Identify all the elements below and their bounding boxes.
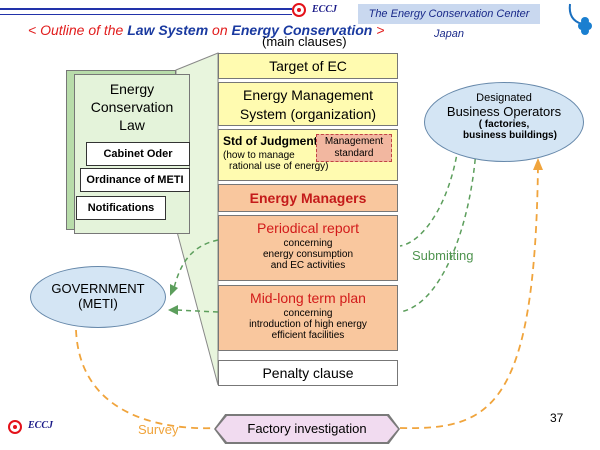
footer-eccj-badge: ECCJ (28, 420, 54, 431)
eccj-logo-icon (292, 3, 306, 17)
main-clauses-label: (main clauses) (262, 34, 347, 49)
submitting-label: Submitting (412, 248, 474, 263)
header-rule (0, 8, 292, 10)
clause-periodical-report: Periodical report concerning energy cons… (218, 215, 398, 281)
survey-label: Survey (138, 422, 179, 437)
header-rule-thin (0, 14, 292, 15)
clause-energy-management-system: Energy Management System (organization) (218, 82, 398, 126)
clause-target-of-ec: Target of EC (218, 53, 398, 79)
page-number: 37 (550, 411, 564, 425)
organization-name: The Energy Conservation Center Japan (358, 4, 540, 40)
clover-logo-icon (566, 2, 596, 42)
clause-penalty: Penalty clause (218, 360, 398, 386)
clause-energy-managers: Energy Managers (218, 184, 398, 212)
cabinet-order: Cabinet Oder (86, 142, 190, 166)
clause-mid-long-term-plan: Mid-long term plan concerning introducti… (218, 285, 398, 351)
factory-investigation: Factory investigation (216, 416, 398, 442)
footer-eccj-logo-icon (8, 420, 22, 434)
government-meti: GOVERNMENT (METI) (30, 266, 166, 328)
designated-business-operators: Designated Business Operators ( factorie… (424, 82, 584, 162)
ordinance-of-meti: Ordinance of METI (80, 168, 190, 192)
law-title: Energy Conservation Law (90, 81, 174, 133)
management-standard: Management standard (316, 134, 392, 162)
notifications: Notifications (76, 196, 166, 220)
eccj-badge: ECCJ (312, 4, 338, 15)
page-title: < Outline of the Law System on Energy Co… (28, 22, 385, 38)
